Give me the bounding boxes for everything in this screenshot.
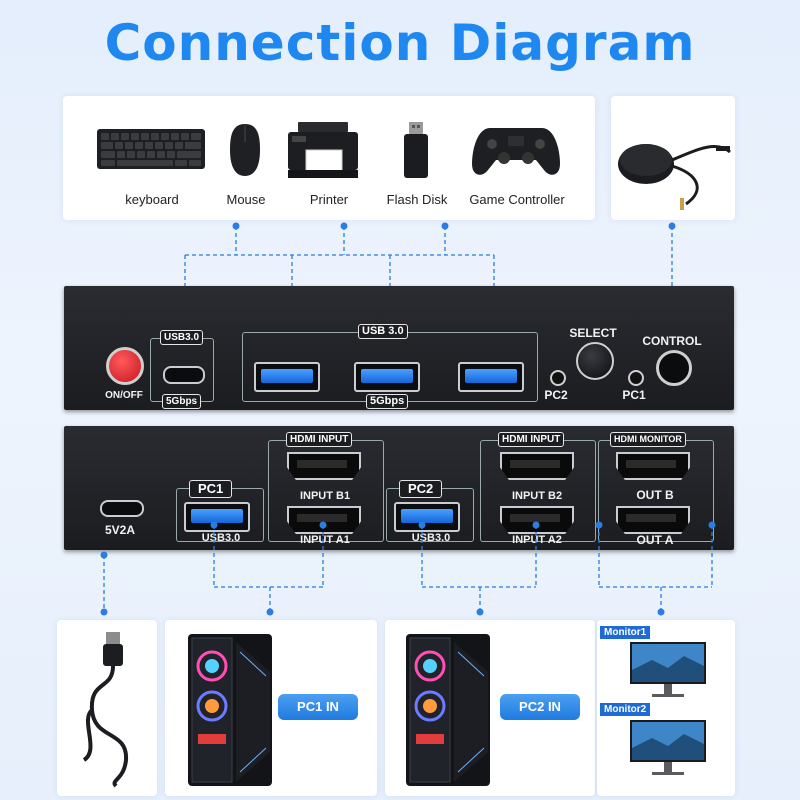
pc2-led <box>550 370 566 386</box>
pc1-usb-port[interactable] <box>184 502 250 532</box>
pc1-led <box>628 370 644 386</box>
usb-c-speed: 5Gbps <box>162 394 202 409</box>
out-b-label: OUT B <box>636 488 674 502</box>
monitor1-icon <box>630 642 706 697</box>
power-port[interactable] <box>100 500 144 517</box>
remote-control-icon <box>618 144 731 210</box>
hdmi-input-b2-port[interactable] <box>500 452 574 480</box>
hdmi-monitor-label: HDMI MONITOR <box>610 432 686 447</box>
rear-connector-lines <box>100 521 716 616</box>
printer-label: Printer <box>309 192 349 207</box>
pc1-tower-icon <box>188 634 272 786</box>
mouse-icon <box>230 124 260 176</box>
pc2-tower-icon <box>406 634 490 786</box>
hdmi-input-b1-port[interactable] <box>287 452 361 480</box>
front-usb-port-1[interactable] <box>254 362 320 392</box>
game-controller-label: Game Controller <box>469 192 565 207</box>
keyboard-label: keyboard <box>125 192 179 207</box>
pc1-label: PC1 <box>189 480 233 498</box>
hdmi-input-a1-port[interactable] <box>287 506 361 534</box>
pc2-usb-port[interactable] <box>394 502 460 532</box>
input-b2-label: INPUT B2 <box>511 490 563 502</box>
pc1-usb-label: USB3.0 <box>201 532 241 544</box>
hdmi-input-2-label: HDMI INPUT <box>498 432 565 447</box>
usb-a-speed: 5Gbps <box>366 394 409 409</box>
pc1-in-label: PC1 IN <box>278 694 358 720</box>
power-port-label: 5V2A <box>104 523 136 537</box>
monitor1-label: Monitor1 <box>600 626 651 639</box>
front-usb-port-2[interactable] <box>354 362 420 392</box>
printer-icon <box>288 122 358 178</box>
power-button-label: ON/OFF <box>105 390 143 401</box>
power-button[interactable] <box>106 347 144 385</box>
input-a1-label: INPUT A1 <box>300 534 350 546</box>
pc2-in-label: PC2 IN <box>500 694 580 720</box>
select-button[interactable] <box>576 342 614 380</box>
pc2-led-label: PC2 <box>544 388 568 402</box>
usb-c-port[interactable] <box>163 366 205 384</box>
input-a2-label: INPUT A2 <box>512 534 562 546</box>
out-a-label: OUT A <box>636 533 674 547</box>
monitor2-label: Monitor2 <box>600 703 651 716</box>
pc2-label: PC2 <box>399 480 443 498</box>
keyboard-icon <box>97 129 205 169</box>
game-controller-icon <box>472 128 560 175</box>
monitor2-icon <box>630 720 706 775</box>
flash-disk-label: Flash Disk <box>386 192 448 207</box>
hdmi-out-b-port[interactable] <box>616 452 690 480</box>
control-label: CONTROL <box>642 334 702 348</box>
input-b1-label: INPUT B1 <box>299 490 351 502</box>
pc1-led-label: PC1 <box>622 388 646 402</box>
front-usb-port-3[interactable] <box>458 362 524 392</box>
page-title: Connection Diagram <box>104 14 696 72</box>
usb-c-label: USB3.0 <box>160 330 204 345</box>
hdmi-out-a-port[interactable] <box>616 506 690 534</box>
flash-disk-icon <box>404 122 428 178</box>
select-label: SELECT <box>569 326 617 340</box>
hdmi-input-a2-port[interactable] <box>500 506 574 534</box>
usb-a-label: USB 3.0 <box>358 324 408 339</box>
mouse-label: Mouse <box>226 192 266 207</box>
hdmi-input-1-label: HDMI INPUT <box>286 432 353 447</box>
usb-cable-icon <box>82 632 129 788</box>
control-port[interactable] <box>656 350 692 386</box>
